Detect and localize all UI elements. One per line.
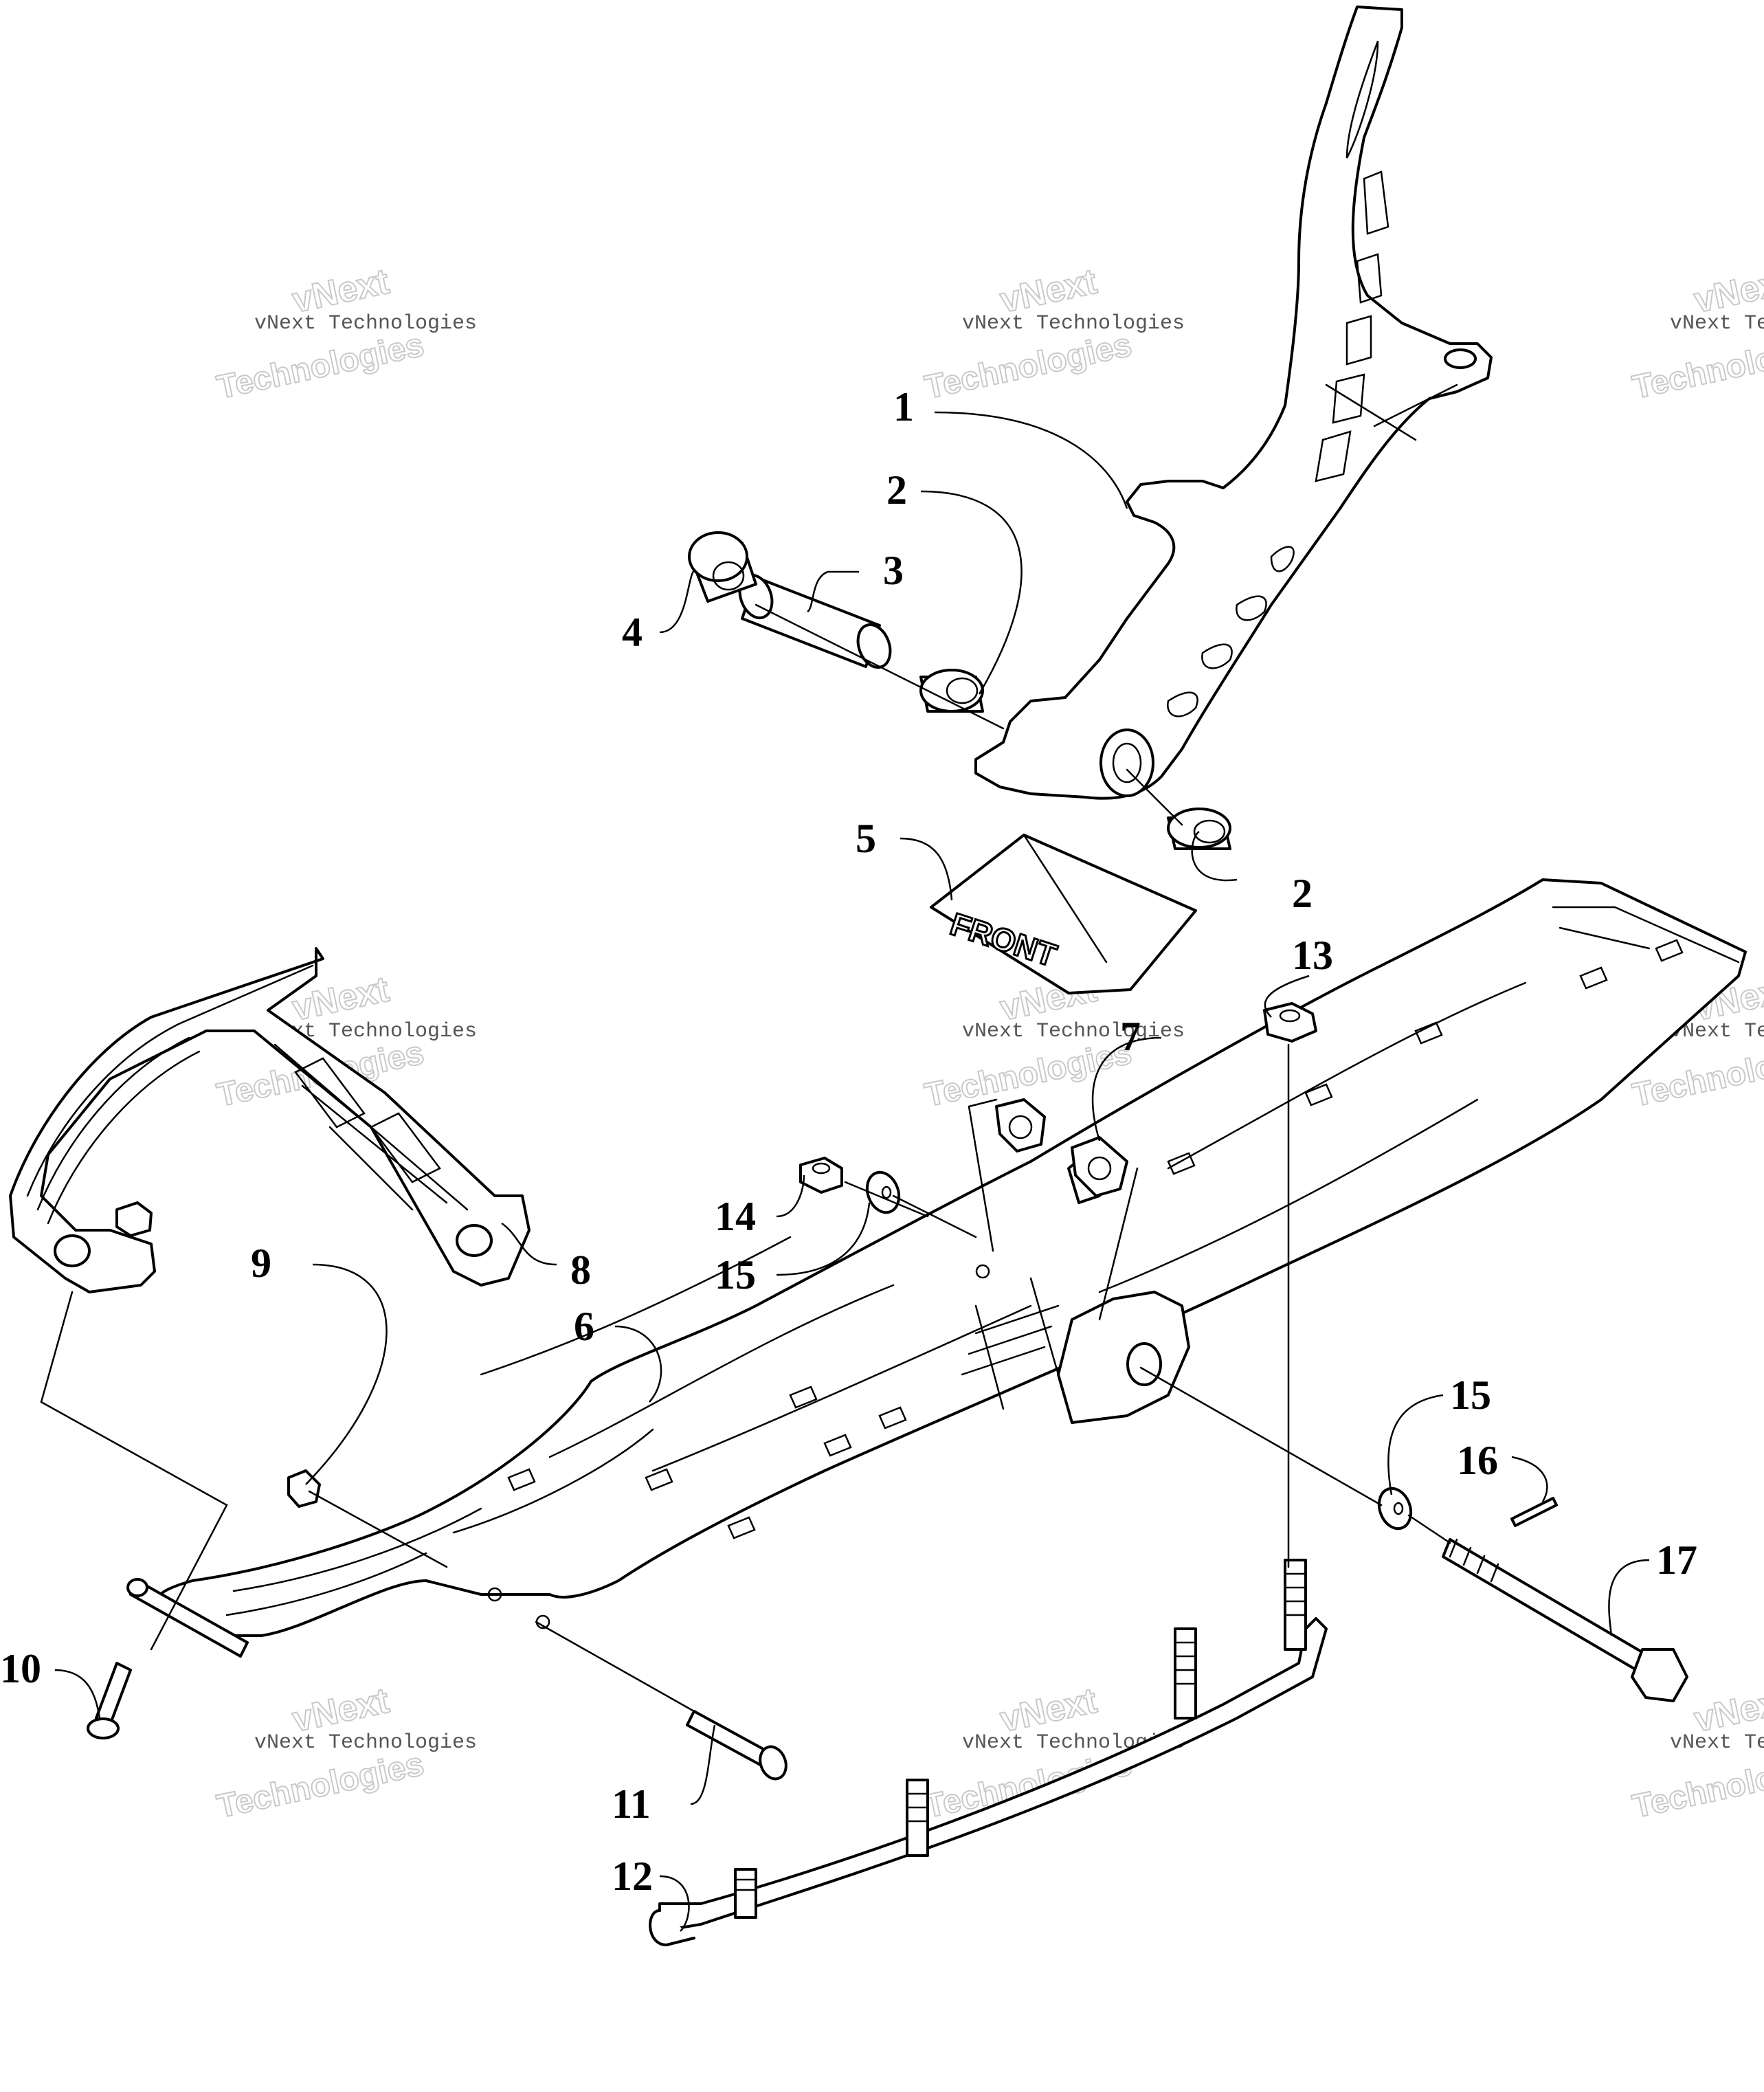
part-bolt-10 [87,1662,132,1739]
callout-7: 7 [1120,1014,1141,1059]
callout-2-lower: 2 [1292,871,1313,916]
callout-1: 1 [893,384,914,430]
callout-15-right: 15 [1450,1372,1491,1418]
svg-text:vNext Technologies: vNext Technologies [254,312,477,335]
callout-6: 6 [574,1304,594,1349]
watermark-top-left: vNext vNext Technologies Technologies [213,261,477,407]
part-washer-15-left [865,1170,901,1214]
callout-11: 11 [612,1781,651,1827]
callout-13: 13 [1292,933,1333,978]
part-nut-9 [115,1201,321,1508]
part-washer-15-right [1377,1487,1413,1531]
part-bushing-7-left [995,1098,1046,1153]
callout-8: 8 [570,1247,591,1293]
callout-4: 4 [622,610,643,655]
callout-16: 16 [1457,1438,1498,1483]
part-cotter-pin-16 [1510,1497,1558,1527]
svg-text:vNext Technologies: vNext Technologies [1670,312,1764,335]
part-bolt-17 [1442,1538,1688,1702]
svg-text:vNext Technologies: vNext Technologies [962,1020,1185,1043]
svg-text:Technologies: Technologies [214,1746,427,1825]
svg-text:vNext Technologies: vNext Technologies [254,1731,477,1755]
watermark-bottom-left: vNext vNext Technologies Technologies [213,1680,477,1826]
svg-text:Technologies: Technologies [922,1746,1135,1825]
part-nut-14 [799,1157,843,1194]
part-bushing-cap [688,531,757,603]
svg-text:Technologies: Technologies [214,326,427,405]
callout-leaders [54,411,1650,1932]
part-ski-loop [9,947,531,1293]
callout-12: 12 [612,1854,653,1899]
callout-5: 5 [856,816,876,861]
watermark-top-center: vNext vNext Technologies Technologies [921,261,1185,407]
svg-text:vNext Technologies: vNext Technologies [1670,1731,1764,1755]
callout-15-left: 15 [715,1252,756,1298]
part-wear-bar [649,1559,1328,1946]
callout-2-upper: 2 [886,467,907,513]
part-front-block: FRONT [930,834,1197,994]
watermark-top-right: vNext vNext Technologies Technologies [1629,261,1764,407]
part-bushing-7-right [1071,1136,1128,1197]
part-bushing-upper [919,669,984,713]
svg-text:vNext Technologies: vNext Technologies [962,312,1185,335]
callouts: 1 2 2 3 4 5 6 7 8 9 10 11 12 13 14 15 15… [0,384,1697,1899]
watermark-bottom-right: vNext vNext Technologies Technologies [1629,1680,1764,1826]
part-bushing-lower [1167,808,1231,850]
callout-10: 10 [0,1646,41,1691]
callout-14: 14 [715,1194,756,1239]
callout-17: 17 [1656,1537,1697,1583]
callout-3: 3 [883,548,904,593]
svg-text:Technologies: Technologies [1629,1746,1764,1825]
svg-text:Technologies: Technologies [1629,326,1764,405]
callout-9: 9 [251,1240,271,1286]
part-pin-10 [126,1578,249,1658]
assembly-lines [40,603,1451,1713]
watermark-mid-center: vNext vNext Technologies Technologies [921,969,1185,1115]
part-spindle [974,5,1493,800]
part-nut-13 [1263,1002,1317,1043]
part-ski-body [155,878,1747,1637]
part-tube [738,574,892,669]
part-bolt-11 [686,1710,788,1781]
svg-text:Technologies: Technologies [922,326,1135,405]
